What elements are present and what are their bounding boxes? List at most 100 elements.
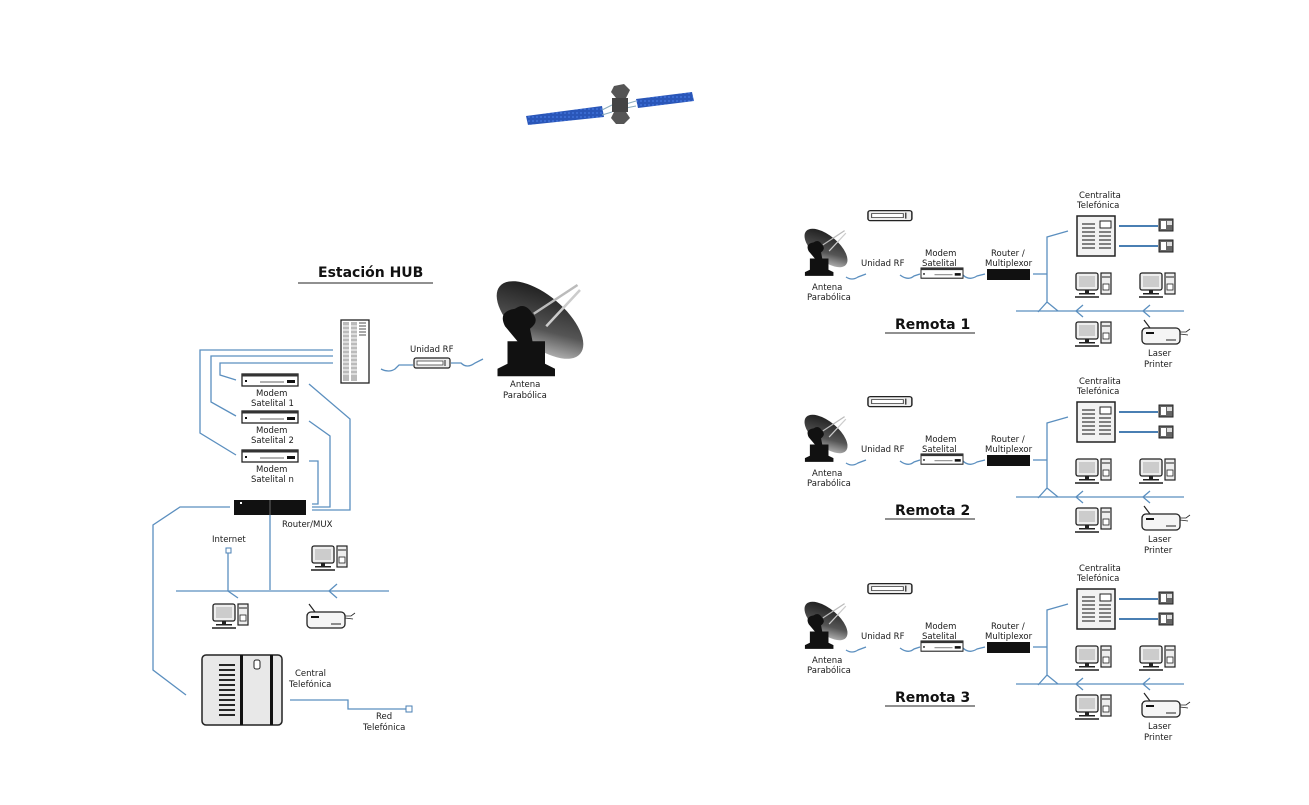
remote-rf-unit-icon	[867, 209, 913, 222]
remote-rf-unit-label: Unidad RF	[861, 259, 905, 269]
remote-antenna-icon	[797, 407, 855, 463]
remote-title: Remota 3	[895, 690, 970, 706]
hub-pc-icon	[310, 545, 348, 572]
phone-icon	[1158, 239, 1174, 253]
wire-antenna-rf	[845, 273, 867, 280]
wire-rf-modem	[899, 646, 921, 652]
wire-modem-router	[962, 459, 986, 465]
remote-printer-label: Laser	[1148, 535, 1172, 545]
remote-printer-icon	[1141, 319, 1191, 345]
remote-pc-icon	[1074, 645, 1112, 672]
phone-icon	[1158, 612, 1174, 626]
remote-printer-icon	[1141, 505, 1191, 531]
remote-modem-icon	[920, 640, 964, 652]
lan-arrow	[1075, 490, 1084, 504]
hub-pbx-icon	[201, 654, 283, 726]
remote-printer-label: Printer	[1144, 360, 1173, 370]
lan-trunk	[1037, 230, 1069, 313]
remote-antenna-label: Parabólica	[807, 665, 851, 676]
wire-pbx-phones	[1119, 598, 1158, 620]
remote-antenna-label: Parabólica	[807, 478, 851, 489]
remote-pc-icon	[1074, 272, 1112, 299]
remote-rf-unit-label: Unidad RF	[861, 632, 905, 642]
hub-internet-label: Internet	[212, 535, 246, 545]
wire-modem-router	[962, 273, 986, 279]
remote-pc-icon	[1074, 694, 1112, 721]
remote-printer-label: Printer	[1144, 546, 1173, 556]
phone-net-port-icon	[405, 705, 413, 713]
hub-pbx-label-1: Central	[295, 669, 326, 679]
remote-antenna-label: Parabólica	[807, 292, 851, 303]
lan-trunk	[1037, 603, 1069, 686]
hub-rf-unit-icon	[413, 357, 451, 369]
wire-pbx-phone-net	[290, 699, 406, 710]
hub-pc-icon	[211, 603, 249, 630]
modem-label: Modem	[256, 426, 287, 436]
remote-title: Remota 1	[895, 317, 970, 333]
phone-icon	[1158, 218, 1174, 232]
wire-pbx-phones	[1119, 411, 1158, 433]
remote-rf-unit-icon	[867, 395, 913, 408]
remote-pbx-icon	[1076, 215, 1116, 257]
wire-antenna-rf	[845, 646, 867, 653]
hub-patch-panel-icon	[340, 319, 370, 384]
remote-printer-icon	[1141, 692, 1191, 718]
remote-pbx-label: Centralita	[1079, 564, 1121, 574]
remote-pbx-label: Centralita	[1079, 377, 1121, 387]
wire-rf-antenna	[451, 358, 484, 367]
remote-pc-icon	[1138, 272, 1176, 299]
hub-phone-net-label-1: Red	[376, 712, 392, 722]
wire-rf-modem	[899, 459, 921, 465]
remote-antenna-icon	[797, 594, 855, 650]
remote-modem-label: Satelital	[922, 632, 957, 642]
remote-pbx-icon	[1076, 588, 1116, 630]
remote-modem-label: Satelital	[922, 259, 957, 269]
hub-antenna-icon	[482, 265, 598, 378]
modem-label: Modem	[256, 389, 287, 399]
hub-modem-2: Modem Satelital 2	[241, 410, 299, 446]
satellite-icon	[526, 84, 694, 125]
remote-pbx-label: Telefónica	[1076, 386, 1119, 397]
lan-trunk	[1037, 416, 1069, 499]
remote-router-label: Router /	[991, 435, 1025, 445]
lan-arrow	[1142, 490, 1151, 504]
hub-modem-1: Modem Satelital 1	[241, 373, 299, 409]
remote-printer-label: Laser	[1148, 722, 1172, 732]
hub-rack-modem-wires	[199, 349, 351, 511]
remote-router-label: Multiplexor	[985, 632, 1033, 642]
remote-modem-label: Satelital	[922, 445, 957, 455]
hub-station: Estación HUB Unidad RF	[152, 265, 598, 733]
hub-router-icon	[234, 500, 306, 515]
wire-pbx-phones	[1119, 225, 1158, 247]
phone-icon	[1158, 591, 1174, 605]
wire-rf-modem	[899, 273, 921, 279]
hub-modem-n: Modem Satelital n	[241, 449, 299, 485]
modem-label: Satelital n	[251, 475, 294, 485]
hub-rf-unit-label: Unidad RF	[410, 345, 454, 355]
remote-pbx-label: Centralita	[1079, 191, 1121, 201]
hub-router-label: Router/MUX	[282, 520, 333, 530]
remote-pc-icon	[1074, 507, 1112, 534]
lan-arrow	[1142, 677, 1151, 691]
modem-label: Satelital 2	[251, 436, 294, 446]
remote-modem-label: Modem	[925, 249, 956, 259]
remote-pc-icon	[1074, 321, 1112, 348]
lan-arrow	[1142, 304, 1151, 318]
remote-modem-icon	[920, 453, 964, 465]
remote-pc-icon	[1138, 645, 1176, 672]
lan-arrow	[1075, 304, 1084, 318]
remote-router-label: Router /	[991, 249, 1025, 259]
wire-antenna-rf	[845, 459, 867, 466]
remote-pc-icon	[1138, 458, 1176, 485]
remote-modem-label: Modem	[925, 622, 956, 632]
phone-icon	[1158, 404, 1174, 418]
remote-router-icon	[987, 455, 1030, 466]
remote-pc-icon	[1074, 458, 1112, 485]
modem-label: Modem	[256, 465, 287, 475]
remote-antenna-label: Antena	[812, 656, 842, 666]
modem-icon	[241, 449, 299, 463]
